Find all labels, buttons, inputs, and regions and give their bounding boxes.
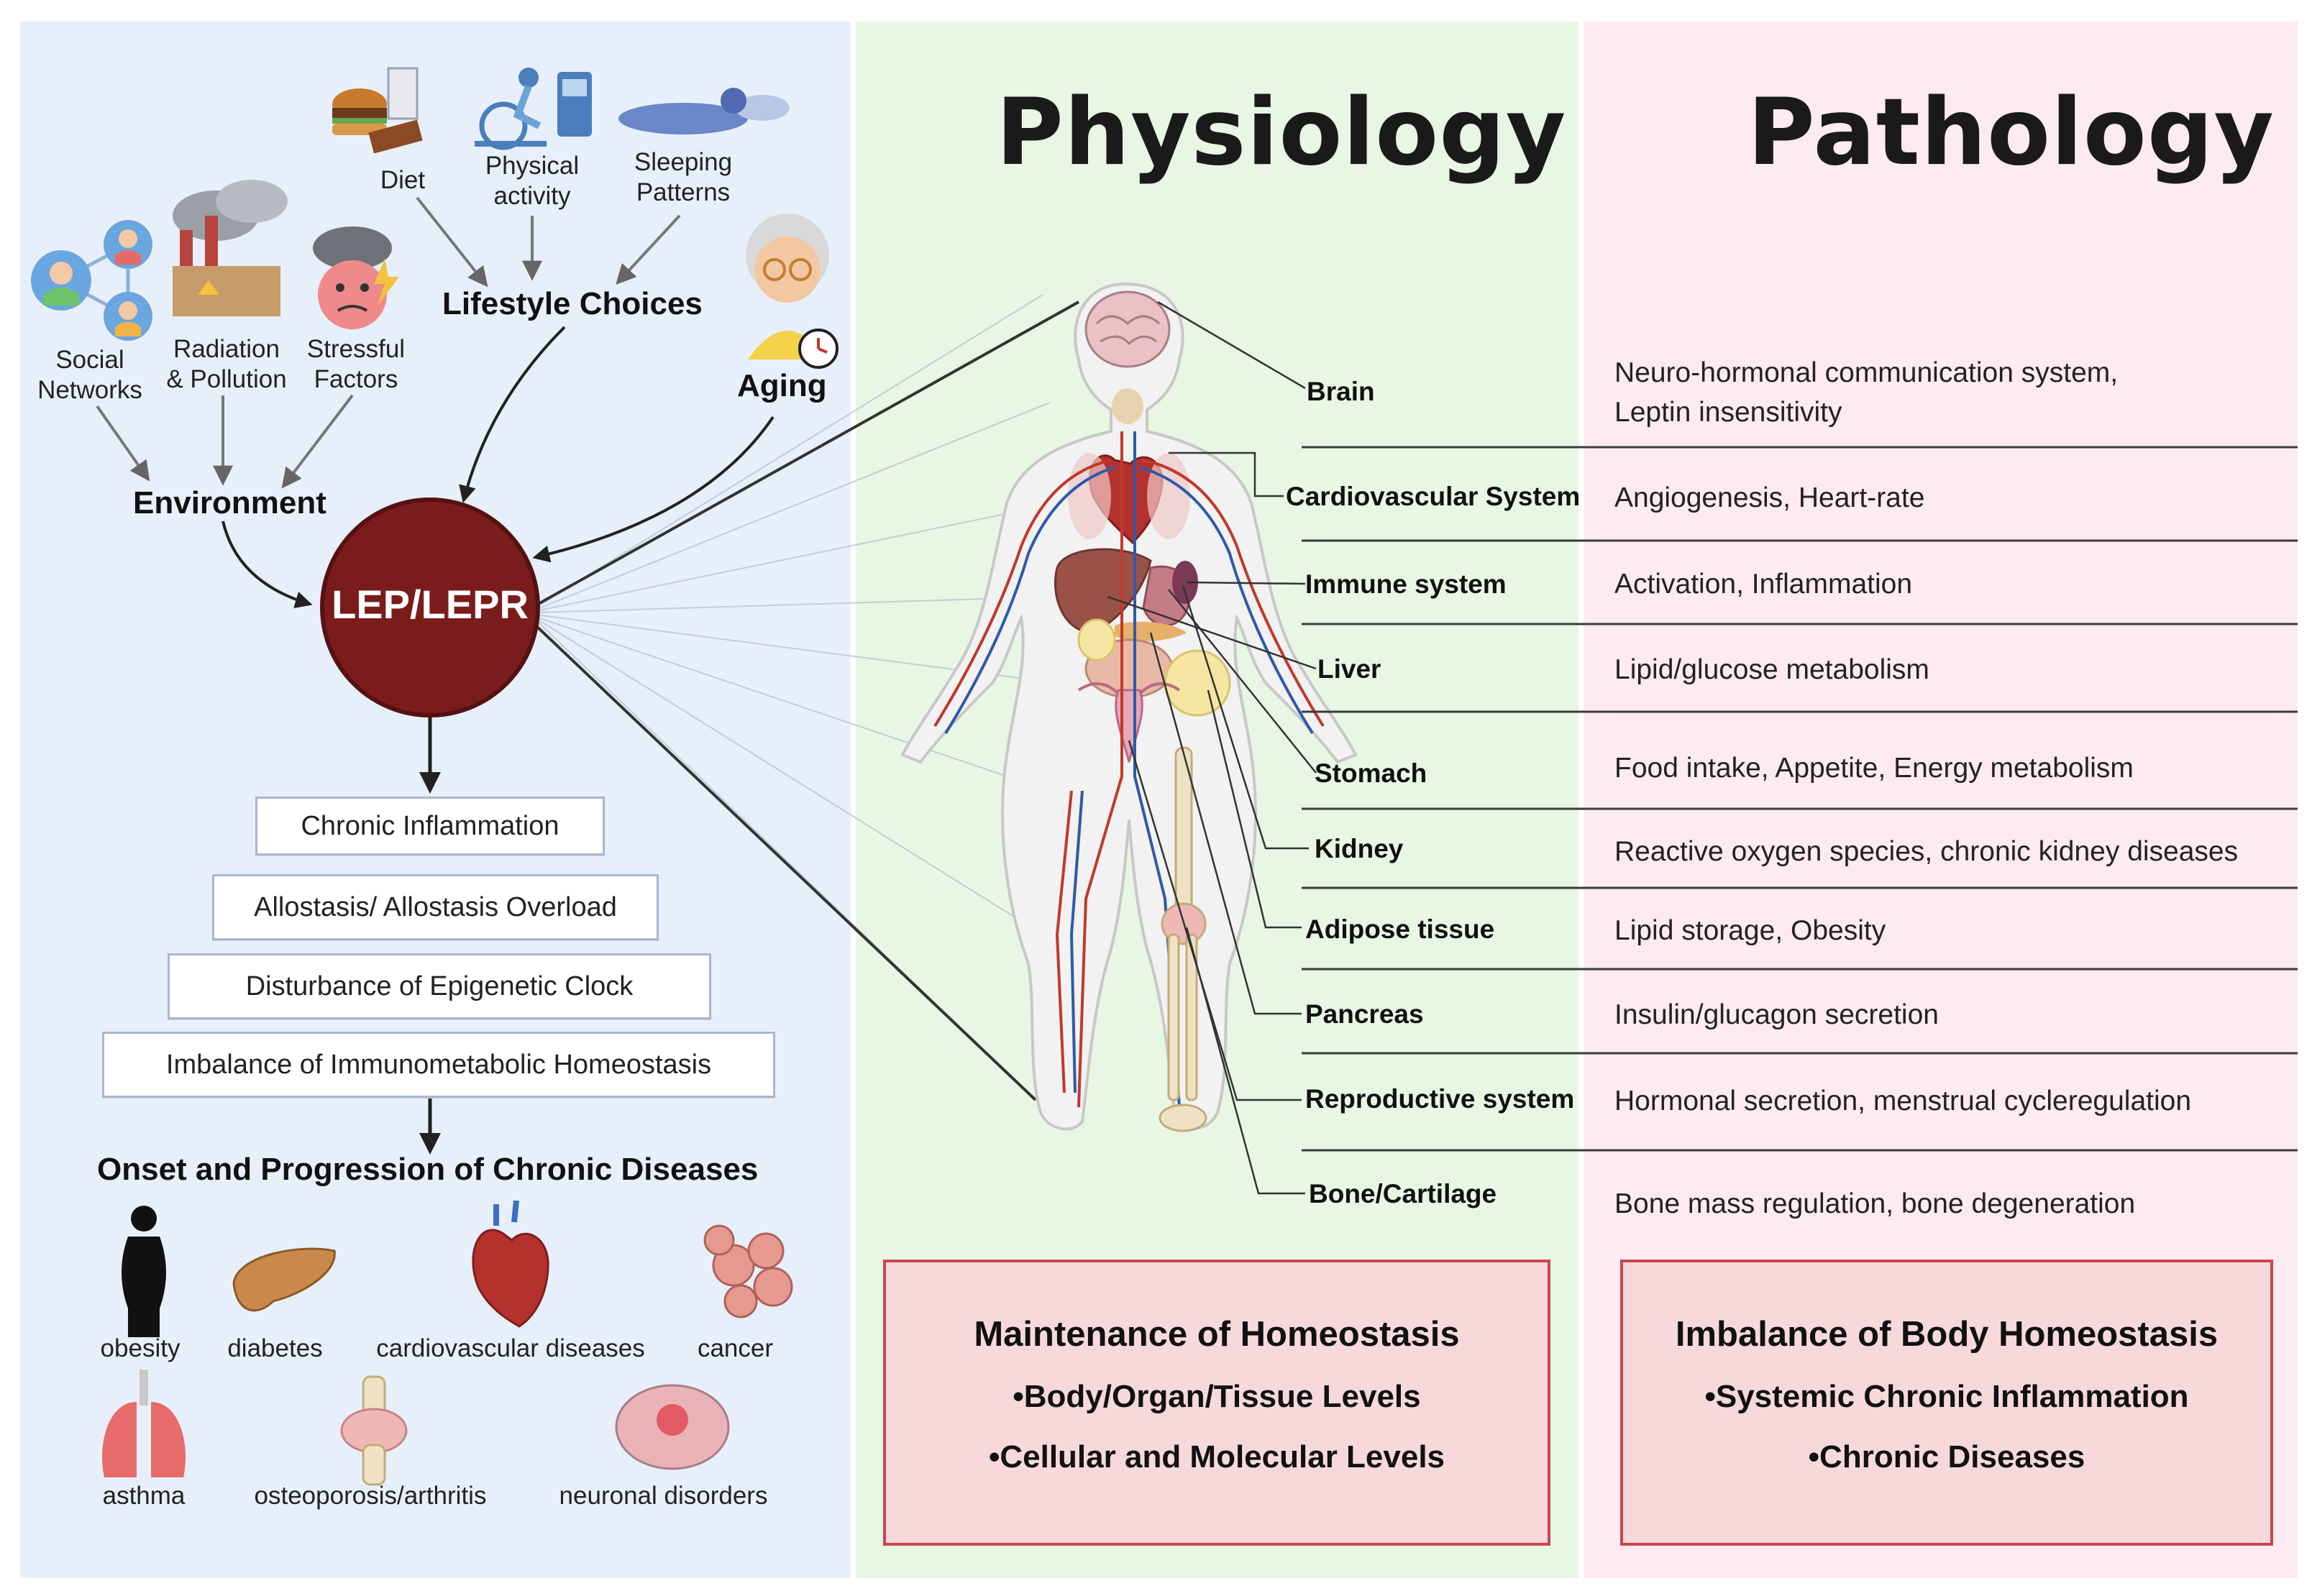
imbalance-item-1: •Systemic Chronic Inflammation	[1704, 1379, 2189, 1414]
burger-icon	[332, 67, 423, 154]
lungs-icon	[102, 1370, 186, 1477]
organ-label-immune: Immune system	[1305, 569, 1507, 599]
heart-icon	[472, 1200, 549, 1328]
pathology-brain-line-1: Neuro-hormonal communication system,	[1614, 357, 2119, 388]
radiation-pollution-label-line-1: Radiation	[173, 335, 280, 363]
pathology-brain: Neuro-hormonal communication system, Lep…	[1614, 354, 2118, 432]
elderly-person-icon	[746, 214, 839, 369]
organ-label-kidney: Kidney	[1315, 834, 1404, 863]
homeostasis-item-2: •Cellular and Molecular Levels	[988, 1439, 1445, 1475]
osteoporosis-label: osteoporosis/arthritis	[254, 1482, 487, 1510]
stressful-factors-label-line-1: Stressful	[306, 335, 406, 363]
organ-label-liver: Liver	[1317, 654, 1381, 684]
social-network-icon	[31, 220, 152, 341]
lep-lepr-hub	[320, 497, 540, 717]
mechanism-box-allostasis: Allostasis/ Allostasis Overload	[212, 874, 659, 940]
stressful-factors-label: Stressful Factors	[298, 334, 413, 395]
social-networks-label-line-2: Networks	[37, 376, 142, 404]
pathology-cardiovascular: Angiogenesis, Heart-rate	[1614, 482, 1925, 513]
organ-label-cardiovascular: Cardiovascular System	[1286, 482, 1581, 511]
obesity-label: obesity	[100, 1334, 181, 1362]
pancreas-icon	[232, 1247, 336, 1312]
arrow-sleep	[616, 214, 681, 285]
diet-label: Diet	[380, 166, 426, 194]
organ-label-brain: Brain	[1307, 377, 1375, 406]
hub-line-bottom	[534, 624, 1037, 1101]
arrow-lifestyle-hub	[459, 326, 566, 503]
organ-label-reproductive: Reproductive system	[1305, 1084, 1575, 1114]
stressed-face-icon	[313, 226, 399, 329]
sleeping-patterns-label-line-1: Sleeping	[634, 148, 733, 176]
pathology-liver: Lipid/glucose metabolism	[1614, 654, 1929, 685]
arrow-stress	[281, 394, 354, 489]
brain-disorder-icon	[615, 1384, 730, 1470]
sleeping-person-icon	[618, 88, 790, 134]
physiology-title: Physiology	[996, 79, 1567, 186]
lifestyle-choices-label: Lifestyle Choices	[442, 286, 703, 321]
diabetes-label: diabetes	[227, 1334, 323, 1362]
homeostasis-item-1: •Body/Organ/Tissue Levels	[1013, 1379, 1421, 1414]
arrow-environment-hub	[221, 520, 313, 608]
aging-label: Aging	[737, 368, 827, 403]
pathology-kidney: Reactive oxygen species, chronic kidney …	[1614, 836, 2239, 867]
social-networks-label-line-1: Social	[55, 346, 124, 374]
human-body-figure	[900, 282, 1358, 1132]
arrow-aging-hub	[532, 416, 775, 563]
knee-joint-icon	[340, 1375, 408, 1486]
organ-leader-lines	[1107, 301, 1317, 1195]
mechanism-box-inflammation: Chronic Inflammation	[255, 797, 605, 856]
radiation-pollution-label: Radiation & Pollution	[158, 334, 295, 395]
arrow-diet	[416, 196, 488, 288]
mechanism-box-immunometabolic: Imbalance of Immunometabolic Homeostasis	[102, 1032, 775, 1098]
pathology-pancreas: Insulin/glucagon secretion	[1614, 999, 1939, 1030]
organ-label-adipose: Adipose tissue	[1305, 914, 1495, 944]
homeostasis-box: Maintenance of Homeostasis •Body/Organ/T…	[883, 1260, 1550, 1546]
sleeping-patterns-label-line-2: Patterns	[636, 178, 731, 206]
factory-icon	[173, 180, 288, 316]
pathology-brain-line-2: Leptin insensitivity	[1614, 396, 1842, 428]
asthma-label: asthma	[102, 1482, 186, 1510]
obesity-figure-icon	[122, 1206, 166, 1337]
cardiovascular-label: cardiovascular diseases	[376, 1334, 645, 1362]
pathology-title: Pathology	[1747, 79, 2275, 186]
exercise-bike-icon	[475, 68, 592, 150]
hub-line-top	[535, 301, 1079, 607]
radiation-pollution-label-line-2: & Pollution	[166, 365, 287, 393]
environment-label: Environment	[133, 485, 326, 520]
physical-activity-label-line-2: activity	[493, 182, 571, 210]
pathology-adipose: Lipid storage, Obesity	[1614, 915, 1886, 946]
pathology-row-separators	[1302, 446, 2298, 1152]
pathology-reproductive: Hormonal secretion, menstrual cycleregul…	[1614, 1086, 2192, 1116]
lep-lepr-label: LEP/LEPR	[332, 582, 529, 627]
pathology-immune: Activation, Inflammation	[1614, 569, 1913, 600]
stressful-factors-label-line-2: Factors	[314, 365, 398, 393]
imbalance-box: Imbalance of Body Homeostasis •Systemic …	[1620, 1260, 2273, 1546]
pathology-stomach: Food intake, Appetite, Energy metabolism	[1614, 753, 2134, 784]
sleeping-patterns-label: Sleeping Patterns	[618, 147, 748, 208]
organ-label-stomach: Stomach	[1315, 758, 1427, 788]
cancer-label: cancer	[697, 1334, 774, 1362]
disease-section-title: Onset and Progression of Chronic Disease…	[97, 1152, 759, 1187]
mechanism-box-epigenetic: Disturbance of Epigenetic Clock	[168, 953, 711, 1019]
social-networks-label: Social Networks	[29, 345, 151, 405]
imbalance-title: Imbalance of Body Homeostasis	[1675, 1315, 2219, 1354]
physical-activity-label: Physical activity	[467, 151, 597, 211]
neuronal-disorders-label: neuronal disorders	[559, 1482, 768, 1510]
cancer-cells-icon	[703, 1224, 793, 1318]
homeostasis-title: Maintenance of Homeostasis	[974, 1315, 1460, 1354]
imbalance-item-2: •Chronic Diseases	[1808, 1439, 2085, 1475]
arrow-social	[96, 405, 150, 482]
organ-label-pancreas: Pancreas	[1305, 999, 1424, 1029]
physical-activity-label-line-1: Physical	[485, 152, 580, 180]
organ-label-bone: Bone/Cartilage	[1309, 1179, 1497, 1209]
pathology-bone: Bone mass regulation, bone degeneration	[1614, 1188, 2136, 1219]
